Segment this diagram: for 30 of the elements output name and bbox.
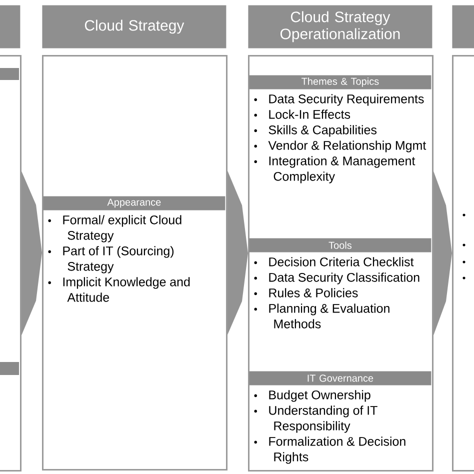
node-label: Skills & Capabilities — [268, 125, 377, 137]
node-label: Vendor & Relationship Mgmt — [268, 140, 426, 152]
column-box — [42, 55, 228, 470]
column-box — [0, 55, 22, 472]
node-label: Implicit Knowledge and Attitude — [63, 277, 190, 302]
section-panel: Appearance Formal/ explicit Cloud Strategy Part of IT (Sourcing) Strategy Implicit Knowledge and Attitude — [43, 196, 226, 302]
chevron-arrow — [22, 171, 42, 336]
node-label: Lock-In Effects — [269, 110, 350, 119]
node-label: Part of IT (Sourcing) Strategy — [63, 246, 174, 274]
column-box — [452, 55, 474, 472]
node-label: Rules & Policies — [269, 288, 358, 298]
header-box: Cloud Strategy — [42, 5, 226, 48]
chevron-arrow — [228, 170, 248, 335]
node-label: Integration & Management Complexity — [269, 156, 416, 184]
column-box — [248, 55, 434, 472]
section-panel: Tools Decision Criteria Checklist Data Security Classification Rules & Policies Planning & Evaluation Methods — [249, 238, 432, 328]
section-panel: IT Governance Budget Ownership Understanding of IT Responsibility Formalization & Decision Rights — [249, 371, 432, 464]
node-label: Budget Ownership — [269, 390, 370, 402]
node-label: Formal/ explicit Cloud Strategy — [63, 215, 182, 242]
node-label: Understanding of IT Responsibility — [269, 406, 378, 433]
node-label: Data Security Classification — [269, 272, 420, 284]
section-panel: Themes & Topics Data Security Requirements Lock-In Effects Skills & Capabilities Vendor & Relationship Mgmt Integration & Management Complexity — [249, 75, 432, 184]
node-label: Decision Criteria Checklist — [269, 257, 414, 266]
node-label: Formalization & Decision Rights — [269, 436, 406, 464]
header-box — [452, 5, 474, 48]
header-box: Cloud Strategy Operationalization — [248, 5, 432, 48]
node-label: Data Security Requirements — [269, 94, 424, 106]
node-label: Planning & Evaluation Methods — [269, 304, 390, 328]
chevron-arrow — [434, 171, 452, 336]
header-box — [0, 5, 20, 48]
